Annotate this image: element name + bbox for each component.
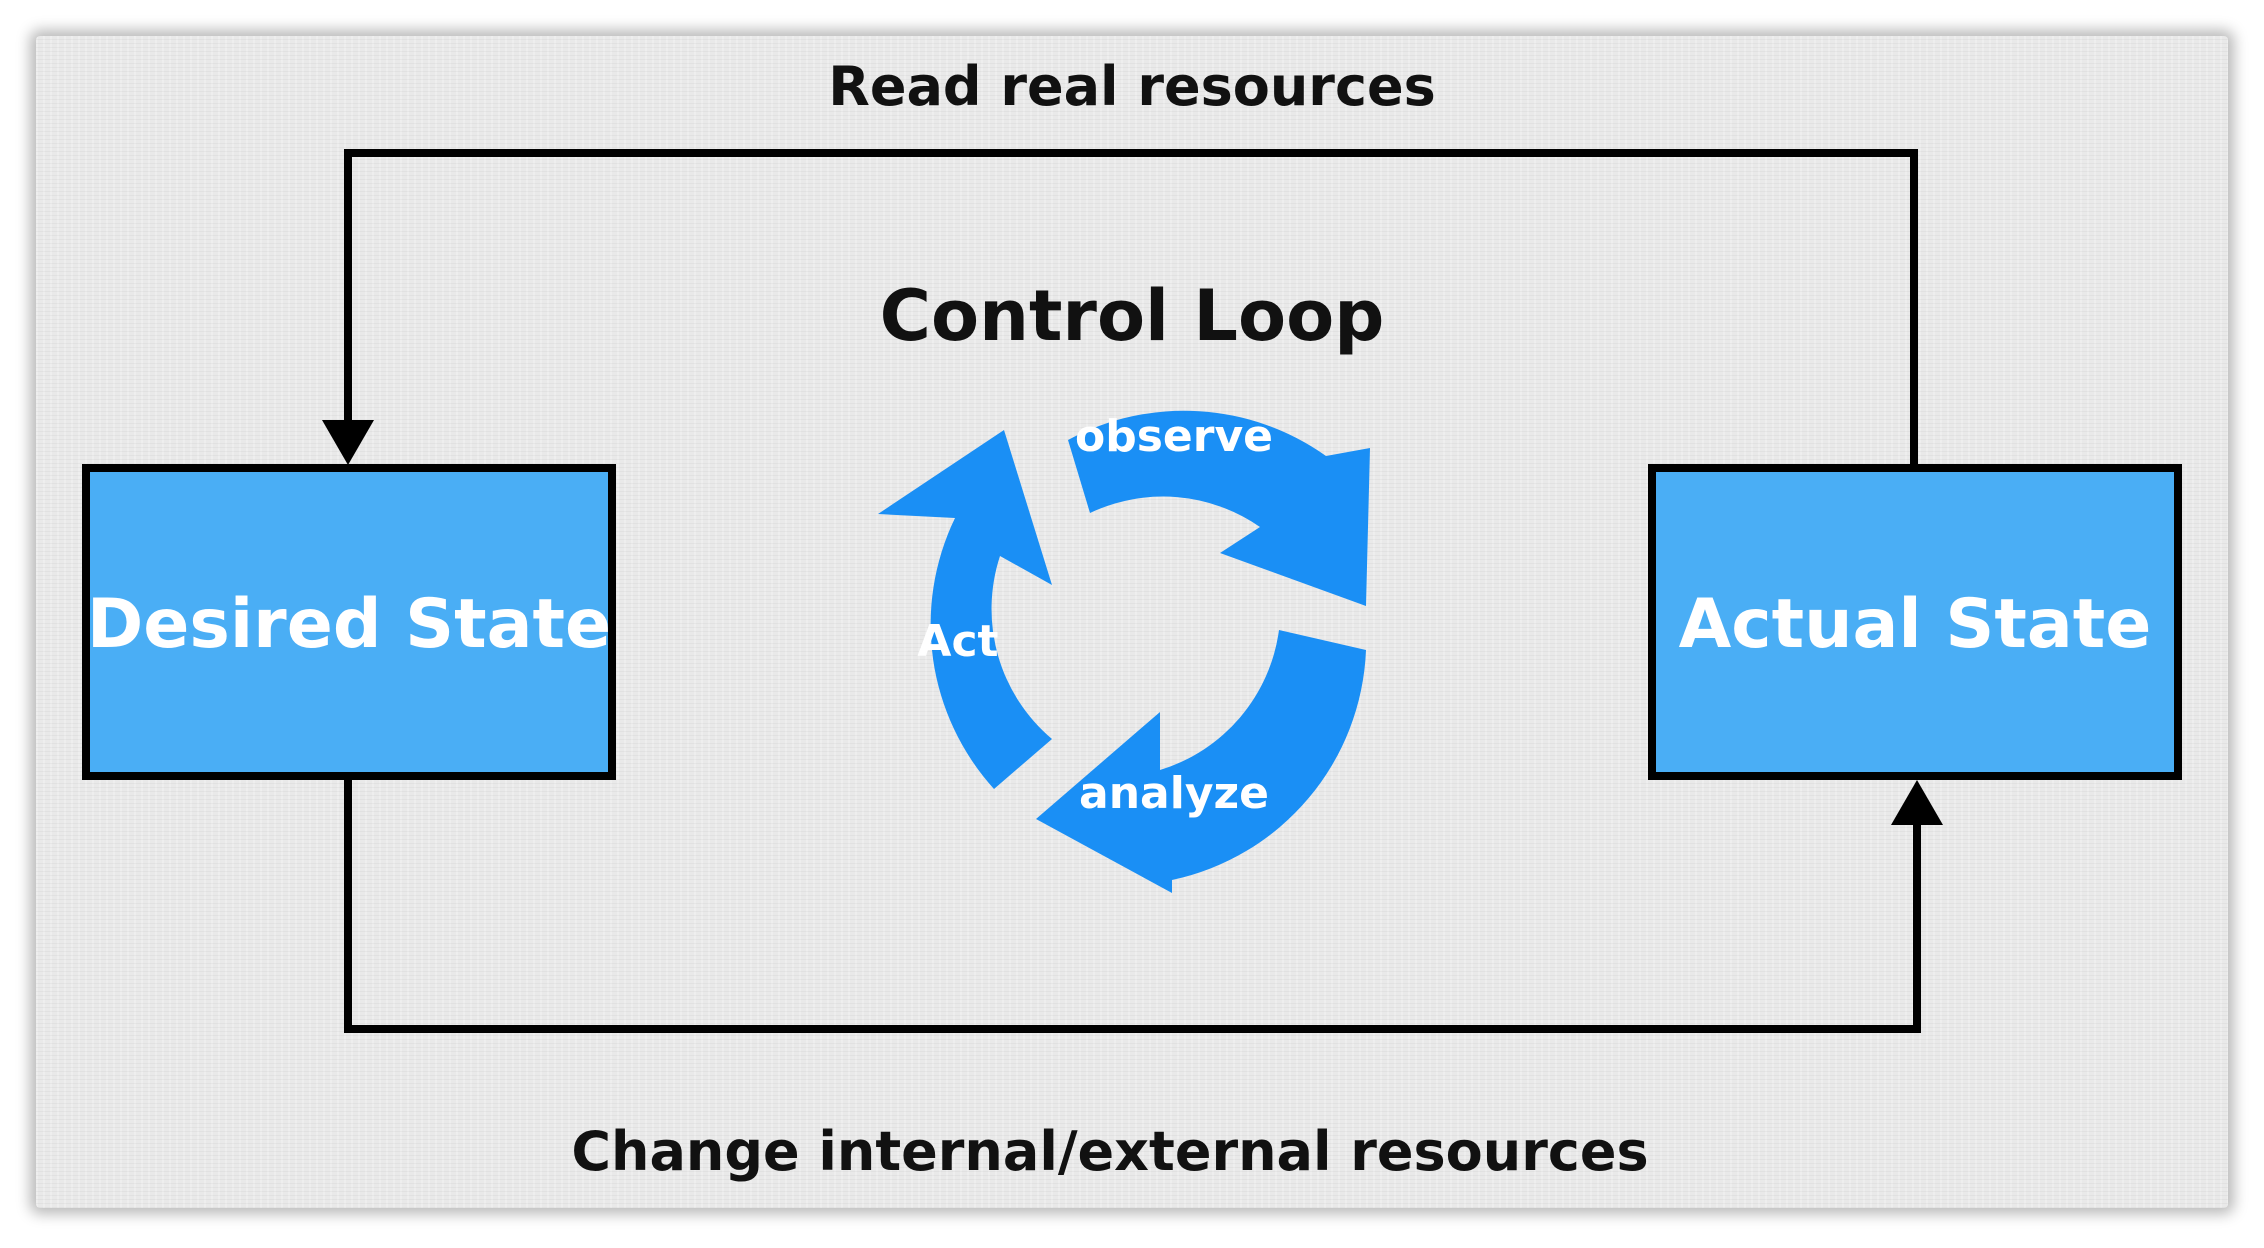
observe-arrow <box>1068 410 1370 606</box>
actual-state-box <box>1648 464 2182 780</box>
act-arrow <box>878 430 1052 789</box>
control-loop-title: Control Loop <box>880 275 1385 357</box>
change-connector-arrowhead <box>1891 780 1943 825</box>
desired-state-box <box>82 464 616 780</box>
act-label: Act <box>917 616 998 667</box>
observe-label: observe <box>1075 411 1273 462</box>
actual-state-label: Actual State <box>1679 585 2152 664</box>
change-connector-line <box>344 780 1921 1033</box>
cycle-arrows <box>878 410 1370 893</box>
read-connector-arrowhead <box>322 420 374 465</box>
analyze-label: analyze <box>1079 768 1269 819</box>
change-resources-label: Change internal/external resources <box>571 1120 1648 1183</box>
analyze-arrow <box>1036 630 1366 893</box>
read-connector-line <box>344 149 1918 468</box>
desired-state-label: Desired State <box>87 585 611 664</box>
read-resources-label: Read real resources <box>828 55 1435 118</box>
